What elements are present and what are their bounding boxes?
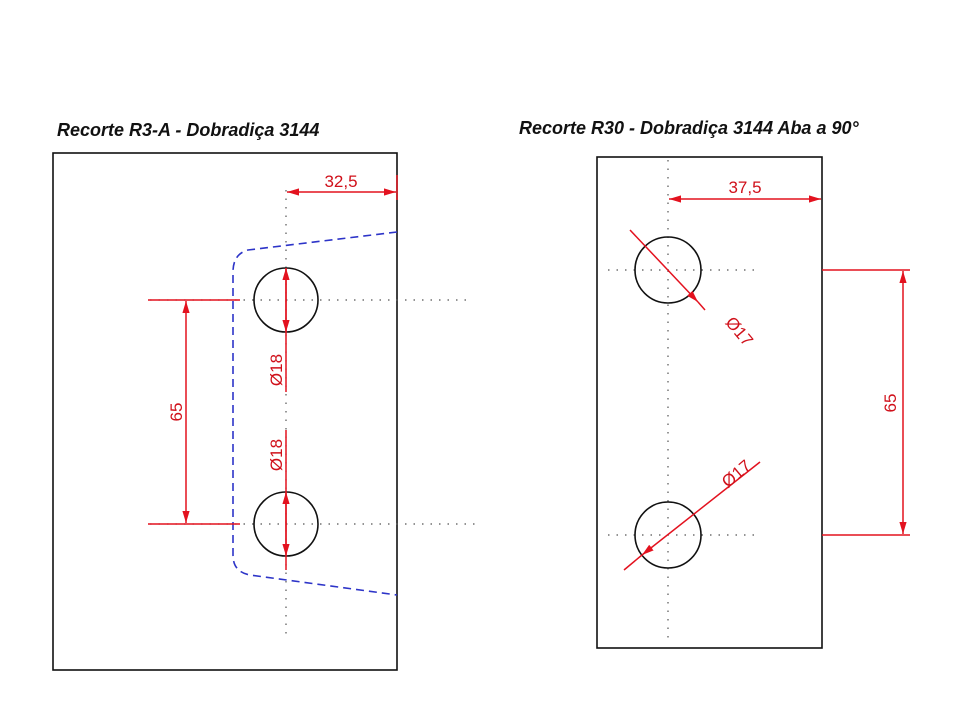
- right-hole-top-diameter-line: [629, 229, 699, 303]
- left-spacing-dimension: 65: [167, 403, 186, 422]
- right-hole-bottom: [634, 501, 702, 569]
- left-hole-bottom-diameter: Ø18: [267, 439, 286, 471]
- right-hole-bottom-diameter-line: [641, 461, 761, 556]
- right-spacing-dimension: 65: [881, 394, 900, 413]
- left-hole-top-diameter: Ø18: [267, 354, 286, 386]
- left-drawing: Recorte R3-A - Dobradiça 3144 32,5 65 Ø1…: [52, 120, 480, 671]
- right-hole-top: [634, 236, 702, 304]
- right-hole-top-leader-tail: [697, 301, 706, 311]
- right-drawing: Recorte R30 - Dobradiça 3144 Aba a 90° 3…: [519, 118, 910, 649]
- right-offset-dimension: 37,5: [728, 178, 761, 197]
- right-hole-bottom-leader-tail: [623, 554, 643, 571]
- left-hinge-dashed-outline: [232, 231, 398, 596]
- left-plate-outline: [52, 152, 398, 671]
- right-plate-outline: [596, 156, 823, 649]
- right-hole-bottom-diameter: Ø17: [718, 456, 755, 491]
- left-title: Recorte R3-A - Dobradiça 3144: [57, 120, 319, 140]
- right-hole-top-diameter: Ø17: [722, 313, 757, 350]
- right-title: Recorte R30 - Dobradiça 3144 Aba a 90°: [519, 118, 859, 138]
- left-offset-dimension: 32,5: [324, 172, 357, 191]
